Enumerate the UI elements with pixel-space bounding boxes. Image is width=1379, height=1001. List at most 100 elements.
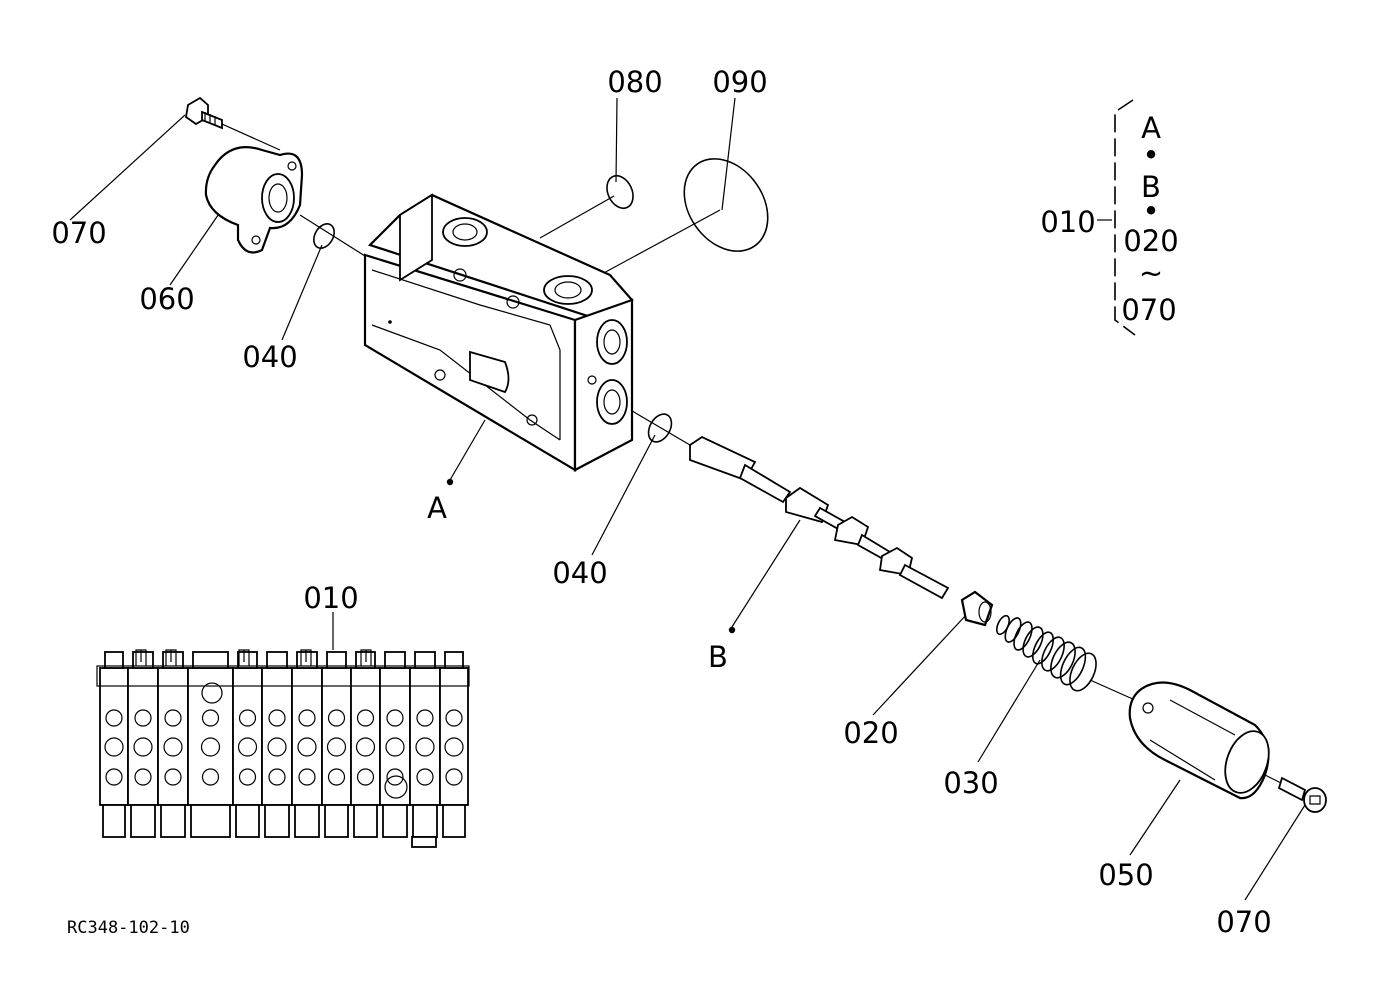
port-circle [327, 709, 346, 727]
valve-section [232, 667, 263, 806]
spool-icon [689, 435, 950, 600]
label-070-left: 070 [51, 216, 106, 250]
label-090: 090 [712, 65, 767, 99]
port-circle [298, 709, 316, 727]
valve-section-foot [353, 804, 378, 838]
valve-lever [238, 649, 250, 666]
port-circle [297, 737, 317, 757]
legend-line-b: B [1141, 170, 1161, 204]
label-060: 060 [139, 282, 194, 316]
legend-assembly: 010 [1040, 205, 1095, 239]
port-circle [268, 709, 286, 727]
label-080: 080 [607, 65, 662, 99]
label-050: 050 [1098, 858, 1153, 892]
port-circle [201, 709, 220, 727]
leader-lines [69, 97, 1306, 901]
port-circle [134, 709, 152, 727]
label-040-left: 040 [242, 340, 297, 374]
valve-section-foot [190, 804, 231, 838]
port-circle [416, 709, 434, 727]
valve-section-cap [296, 651, 318, 669]
valve-section [157, 667, 189, 806]
valve-section-cap [414, 651, 436, 669]
label-070-bottom: 070 [1216, 905, 1271, 939]
port-circle [238, 709, 257, 727]
port-circle [386, 709, 404, 727]
valve-bank-icon [96, 649, 470, 848]
spool-cap-icon [960, 590, 994, 627]
port-circle [445, 768, 463, 786]
valve-section-foot [411, 836, 437, 848]
valve-section-cap [266, 651, 288, 669]
label-ref-b: B [708, 640, 728, 674]
valve-section-cap [104, 651, 124, 669]
port-circle [200, 737, 221, 757]
port-circle [298, 768, 316, 786]
valve-section-foot [294, 804, 320, 838]
port-circle [105, 768, 123, 786]
valve-section-foot [102, 804, 126, 838]
port-circle [445, 709, 463, 727]
port-circle [163, 737, 183, 757]
figure-code: RC348-102-10 [67, 918, 190, 938]
valve-section-foot [160, 804, 186, 838]
port-circle [238, 768, 257, 786]
valve-section [291, 667, 323, 806]
o-ring-icon [606, 174, 634, 210]
valve-section [99, 667, 129, 806]
bolt-icon [185, 96, 223, 130]
port-circle [444, 737, 464, 757]
port-circle [416, 768, 434, 786]
port-circle [327, 768, 346, 786]
valve-section-cap [444, 651, 464, 669]
valve-section-foot [130, 804, 156, 838]
legend-dot-1: • [1142, 138, 1159, 172]
valve-section-foot [235, 804, 260, 838]
port-circle [384, 775, 408, 799]
legend-dot-2: • [1142, 194, 1159, 228]
spring-icon [996, 614, 1097, 692]
valve-lever [300, 649, 312, 666]
port-circle [356, 768, 375, 786]
cap-icon [204, 146, 304, 254]
port-circle [355, 737, 376, 757]
label-040-mid: 040 [552, 556, 607, 590]
port-circle [237, 737, 258, 757]
port-circle [104, 737, 124, 757]
valve-bank-top-bar [96, 665, 470, 687]
port-circle [415, 737, 435, 757]
legend-line-a: A [1141, 111, 1161, 145]
valve-section-cap [237, 651, 258, 669]
legend-tilde: ~ [1139, 256, 1163, 290]
valve-body-icon [363, 193, 634, 472]
bolt-icon [1277, 776, 1327, 813]
port-circle [356, 709, 375, 727]
port-circle [164, 768, 182, 786]
assembly-legend [1097, 99, 1136, 336]
port-circle [268, 768, 286, 786]
port-circle [326, 737, 347, 757]
port-circle [386, 768, 404, 786]
port-circle [267, 737, 287, 757]
port-circle [385, 737, 405, 757]
port-circle [134, 768, 152, 786]
valve-lever [165, 649, 177, 666]
valve-section-foot [382, 804, 408, 838]
label-030: 030 [943, 766, 998, 800]
port-circle [133, 737, 153, 757]
label-ref-a: A [427, 491, 447, 525]
legend-line-from: 020 [1123, 224, 1178, 258]
port-circle [201, 768, 220, 786]
valve-section-foot [412, 804, 438, 838]
valve-section-cap [326, 651, 347, 669]
valve-section-cap [192, 651, 229, 669]
port-circle [164, 709, 182, 727]
valve-section-foot [264, 804, 290, 838]
valve-lever [360, 649, 372, 666]
valve-section-cap [162, 651, 184, 669]
valve-section-foot [442, 804, 466, 838]
port-circle [105, 709, 123, 727]
valve-section-foot [324, 804, 349, 838]
legend-line-to: 070 [1121, 293, 1176, 327]
